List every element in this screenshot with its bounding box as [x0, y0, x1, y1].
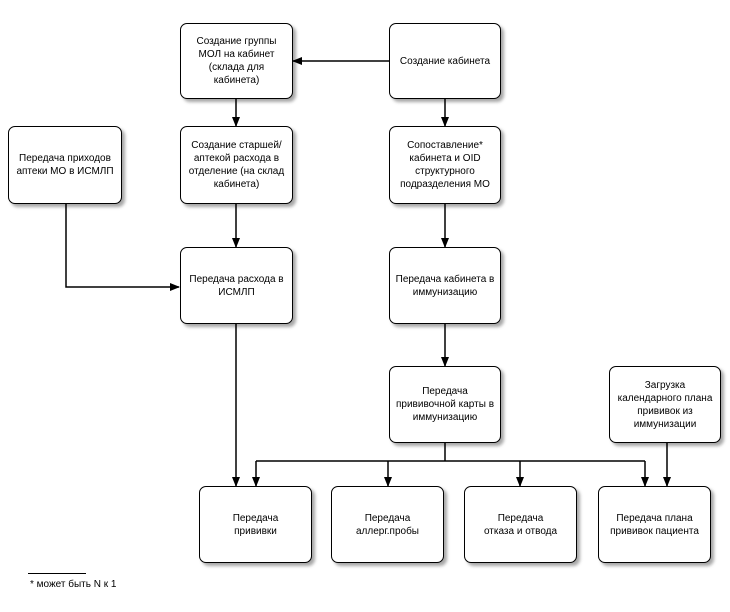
node-send-refusal: Передача отказа и отвода: [464, 486, 577, 563]
node-map-cabinet-oid: Сопоставление* кабинета и OID структурно…: [389, 126, 501, 204]
node-send-expense: Передача расхода в ИСМЛП: [180, 247, 293, 324]
node-send-allergy-test: Передача аллерг.пробы: [331, 486, 444, 563]
node-create-cabinet: Создание кабинета: [389, 23, 501, 99]
arrow-pharmacy-to-expense: [65, 204, 180, 291]
node-send-vaccination: Передача прививки: [199, 486, 312, 563]
node-load-calendar-plan: Загрузка календарного плана прививок из …: [609, 366, 721, 443]
node-send-cabinet: Передача кабинета в иммунизацию: [389, 247, 501, 324]
node-send-vaccination-card: Передача прививочной карты в иммунизацию: [389, 366, 501, 443]
node-send-patient-plan: Передача плана прививок пациента: [598, 486, 711, 563]
node-create-senior: Создание старшей/ аптекой расхода в отде…: [180, 126, 293, 204]
node-create-mol-group: Создание группы МОЛ на кабинет (склада д…: [180, 23, 293, 99]
footnote: * может быть N к 1: [30, 579, 117, 590]
footnote-divider: [28, 573, 86, 574]
node-pharmacy-income: Передача приходов аптеки МО в ИСМЛП: [8, 126, 122, 204]
